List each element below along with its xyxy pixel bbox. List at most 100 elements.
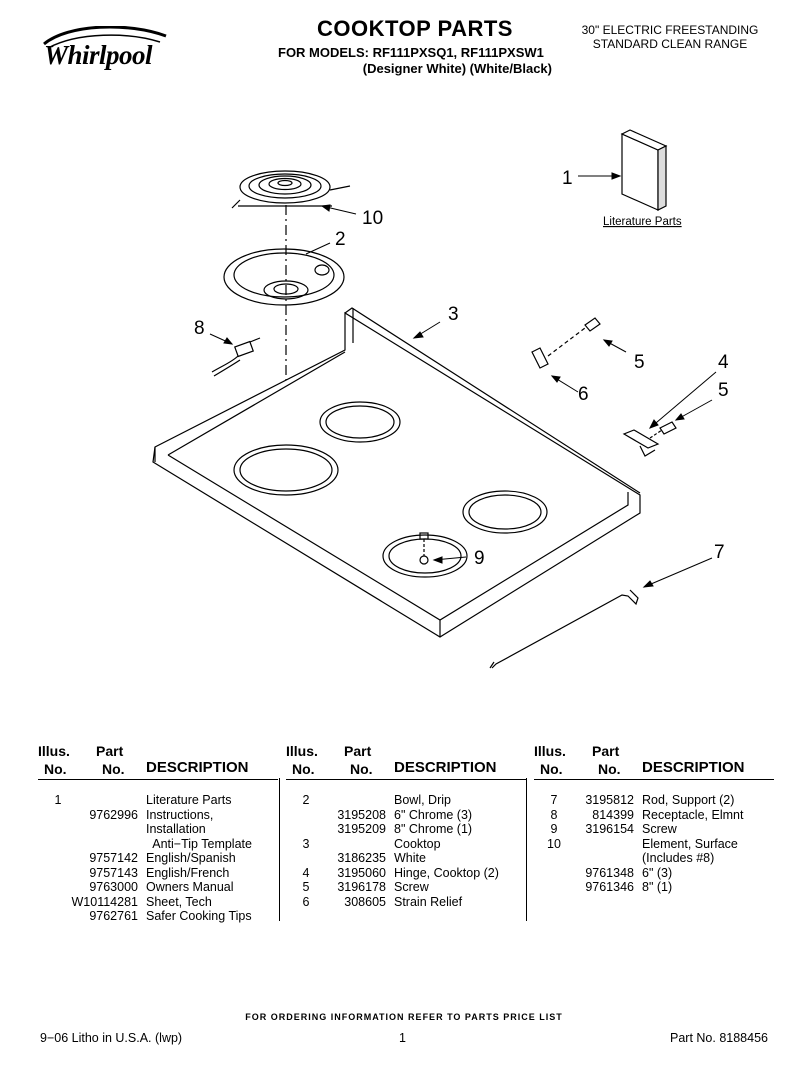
part-number: 3196154 [585, 822, 634, 836]
table-row: (Includes #8) [534, 851, 774, 866]
callout-6: 6 [578, 384, 589, 405]
whirlpool-logo: Whirlpool [38, 26, 178, 84]
hinge-assembly [622, 421, 677, 457]
part-number-footer: Part No. 8188456 [670, 1031, 768, 1045]
part-description: 8" Chrome (1) [394, 822, 473, 836]
part-number: W10114281 [71, 894, 139, 909]
description-header: DESCRIPTION [642, 759, 745, 776]
part-description: Screw [394, 880, 429, 894]
illus-header: Illus. [38, 743, 70, 759]
illus-header: Illus. [286, 743, 318, 759]
table-row: 2 Bowl, Drip [286, 793, 526, 808]
part-number: 3195812 [585, 793, 634, 807]
part-description: Cooktop [394, 836, 441, 851]
illus-number: 10 [547, 836, 561, 851]
callout-leaders [209, 172, 717, 588]
part-number: 814399 [592, 807, 634, 822]
parts-column-2: Illus. No. Part No. DESCRIPTION 2 Bowl, D… [286, 743, 526, 909]
part-description: English/French [146, 865, 230, 880]
part-number: 9761348 [585, 865, 634, 880]
exploded-parts-diagram: Literature Parts [152, 129, 729, 669]
illus-number: 8 [550, 807, 558, 822]
description-header: DESCRIPTION [394, 759, 497, 776]
support-rod [489, 589, 639, 669]
part-no-header: No. [598, 761, 621, 777]
part-no-header: No. [350, 761, 373, 777]
illus-number: 2 [302, 793, 310, 807]
part-description: Literature Parts [146, 793, 232, 807]
column-header: Illus. No. Part No. DESCRIPTION [534, 743, 774, 780]
part-number: 3195060 [337, 865, 386, 880]
part-number: 9761346 [585, 880, 634, 894]
column-header: Illus. No. Part No. DESCRIPTION [286, 743, 526, 780]
part-header: Part [96, 743, 124, 759]
callout-2: 2 [335, 229, 346, 250]
part-description: Element, Surface [642, 836, 738, 851]
table-row: 10 Element, Surface [534, 837, 774, 852]
illus-number: 4 [302, 865, 310, 880]
column-divider [279, 778, 280, 921]
callout-5b: 5 [718, 380, 729, 401]
part-description: White [394, 851, 426, 865]
illus-no-header: No. [292, 761, 315, 777]
illus-header: Illus. [534, 743, 566, 759]
part-number: 9763000 [89, 880, 138, 894]
part-number: 3195208 [337, 807, 386, 822]
table-row: 9762761 Safer Cooking Tips [38, 909, 278, 924]
callout-10: 10 [362, 208, 383, 229]
callout-5a: 5 [634, 352, 645, 373]
part-description: Strain Relief [394, 894, 463, 909]
table-row: Anti−Tip Template [38, 837, 278, 852]
illus-no-header: No. [540, 761, 563, 777]
part-header: Part [344, 743, 372, 759]
brand-name: Whirlpool [44, 40, 153, 70]
callout-7: 7 [714, 542, 725, 563]
callout-1: 1 [562, 168, 573, 189]
column-divider [526, 778, 527, 921]
strain-relief-assembly [531, 317, 601, 369]
surface-element [231, 170, 351, 209]
range-type-line1: 30" ELECTRIC FREESTANDING [581, 23, 759, 37]
receptacle [211, 337, 261, 377]
part-number: 3196178 [337, 880, 386, 894]
models-line: FOR MODELS: RF111PXSQ1, RF111PXSW1 [278, 45, 544, 60]
table-row: 9763000 Owners Manual [38, 880, 278, 895]
part-number: 9762761 [89, 909, 138, 923]
column-header: Illus. No. Part No. DESCRIPTION [38, 743, 278, 780]
callout-8: 8 [194, 318, 205, 339]
drip-bowl [223, 248, 345, 306]
table-row: 4 3195060 Hinge, Cooktop (2) [286, 866, 526, 881]
table-row: Installation [38, 822, 278, 837]
part-description: 6" Chrome (3) [394, 807, 473, 822]
litho-info: 9−06 Litho in U.S.A. (lwp) [40, 1031, 183, 1045]
part-description: Hinge, Cooktop (2) [394, 865, 499, 880]
model-info: FOR MODELS: RF111PXSQ1, RF111PXSW1 (Desi… [270, 45, 560, 77]
part-description: Installation [146, 822, 206, 836]
part-description: Safer Cooking Tips [146, 909, 252, 923]
part-description: Rod, Support (2) [642, 793, 735, 807]
whirlpool-swirl-icon [43, 26, 167, 49]
part-description: Owners Manual [146, 880, 234, 894]
ordering-note: FOR ORDERING INFORMATION REFER TO PARTS … [245, 1012, 563, 1022]
page-number: 1 [399, 1031, 406, 1045]
table-row: 3 Cooktop [286, 837, 526, 852]
literature-booklet [620, 129, 668, 211]
part-description: Bowl, Drip [394, 793, 451, 807]
table-row: 3195208 6" Chrome (3) [286, 808, 526, 823]
part-number: 9762996 [89, 807, 138, 822]
illus-number: 3 [302, 836, 310, 851]
cooktop [152, 307, 641, 638]
